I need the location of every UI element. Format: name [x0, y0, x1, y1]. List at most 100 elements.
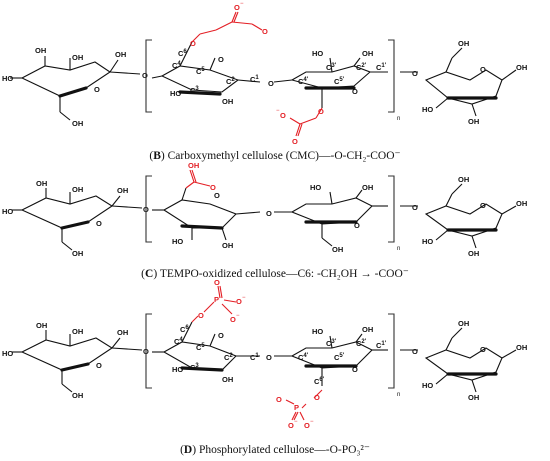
caption-d-text: Phosphorylated cellulose—-O-PO₃²⁻	[196, 444, 370, 456]
panel-d-phosphate-top: O P O O − O −	[191, 278, 246, 324]
panel-b-c3-1: C3	[190, 86, 199, 95]
panel-b-ring-o-1: O	[94, 85, 100, 94]
panel-d-oh-9: OH	[468, 393, 479, 402]
panel-b-ho-1: HO	[2, 74, 13, 83]
panel-b-c3p: C3'	[326, 63, 337, 72]
panel-d-c4p: C4'	[298, 353, 309, 362]
panel-c-oh-10: OH	[468, 249, 479, 258]
panel-d-p-o-top-4: O	[230, 315, 236, 324]
panel-d-repeat-ring-1: C4 C5 O C2 C3 HO OH C1 C6	[152, 321, 260, 384]
panel-b-oh-2: OH	[72, 53, 83, 62]
panel-d-p-minus-top-2: −	[236, 313, 240, 319]
panel-b-cmc-o-top-2: O	[262, 27, 268, 36]
panel-b-cmc-o-minus-bottom: O	[280, 111, 286, 120]
panel-d-phosphate-bottom: O P O O − O −	[276, 389, 323, 430]
panel-b-c6-1: C6	[178, 49, 187, 58]
panel-b-cmc-o-bottom-2: O	[292, 137, 298, 146]
panel-b-oh-6: OH	[362, 49, 373, 58]
panel-b-left-glucose: HO OH OH OH OH O O	[2, 46, 148, 128]
panel-d-c1p: C1'	[376, 341, 387, 350]
panel-d-right-glucose: O OH O OH HO OH	[400, 319, 527, 402]
panel-c-oh-5: OH	[222, 241, 233, 250]
panel-b-c1-1: C1	[250, 75, 259, 84]
panel-d-repeat-n: n	[397, 392, 400, 398]
panel-d-left-glucose: HO OH OH OH OH O O	[2, 321, 149, 400]
caption-c-letter: C	[145, 268, 154, 280]
panel-b-link-o-2: O	[268, 79, 274, 88]
panel-c-ho-1: HO	[2, 207, 13, 216]
panel-d-bracket-right	[388, 313, 395, 389]
panel-c-repeat-ring-1: O HO OH	[152, 187, 261, 250]
panel-d-p-minus-bottom-2: −	[310, 419, 314, 425]
panel-b-bracket-left	[145, 39, 152, 113]
caption-d-letter: D	[183, 444, 193, 456]
panel-d-oh-5: OH	[222, 375, 233, 384]
panel-c-structure: HO OH OH OH OH O O n O HO OH	[2, 161, 527, 258]
panel-c-oh-8: OH	[458, 175, 469, 184]
panel-c-ring-o-4: O	[480, 201, 486, 210]
panel-b-right-glucose: O OH O OH HO OH	[400, 39, 527, 126]
panel-d-oh-2: OH	[72, 327, 83, 336]
panel-b-oh-4: OH	[115, 50, 126, 59]
panel-b-c4-1: C4	[172, 61, 181, 70]
panel-d-p-top: P	[214, 295, 219, 304]
panel-b-cmc-o-bottom: O	[318, 107, 324, 116]
panel-b-ring-o-3: O	[352, 87, 358, 96]
panel-d-p-o-top-2: O	[214, 278, 220, 287]
caption-panel-d: (D) Phosphorylated cellulose—-O-PO₃²⁻	[180, 444, 370, 456]
panel-c-bracket-left	[145, 175, 152, 243]
panel-d-ho-1: HO	[2, 349, 13, 358]
panel-c-oh-2: OH	[72, 185, 83, 194]
panel-d-c3p: C3'	[326, 339, 337, 348]
panel-d-oh-7: OH	[458, 319, 469, 328]
panel-b-link-o-3: O	[412, 69, 418, 78]
panel-d-p-minus-top-1: −	[242, 295, 246, 301]
panel-b-oh-9: OH	[468, 117, 479, 126]
panel-c-oh-9: OH	[516, 199, 527, 208]
panel-b-c5p: C5'	[334, 77, 345, 86]
panel-d-ho-2: HO	[172, 365, 183, 374]
panel-d-p-bottom: P	[294, 403, 299, 412]
panel-c-right-glucose: O OH O OH HO OH	[400, 175, 527, 258]
panel-b-cmc-top: O O − O	[190, 1, 268, 48]
panel-d-c4-1: C4	[174, 337, 183, 346]
panel-b-cmc-minus-top: −	[240, 1, 244, 7]
panel-c-oh-4: OH	[117, 186, 128, 195]
panel-c-oh-7: OH	[332, 245, 343, 254]
panel-d-p-o-top: O	[198, 311, 204, 320]
panel-d-c6-1: C6	[180, 325, 189, 334]
caption-panel-c: (C) TEMPO-oxidized cellulose—C6: -CH₂OH …	[141, 268, 409, 280]
panel-d-p-o-bottom-2: O	[276, 395, 282, 404]
panel-b-cmc-o-top: O	[190, 39, 196, 48]
panel-d-oh-6: OH	[362, 325, 373, 334]
panel-d-p-o-top-3: O	[236, 297, 242, 306]
panel-d-link-o-2: O	[266, 353, 272, 362]
panel-c-ring-o-3: O	[354, 221, 360, 230]
panel-b-repeat-ring-2: O C4' C3' C5' C2' C1' HO OH O	[268, 49, 388, 108]
panel-d-p-o-bottom-4: O	[304, 421, 310, 430]
panel-c-oh-1: OH	[36, 179, 47, 188]
panel-c-cooh-oh: OH	[188, 161, 199, 170]
caption-b-text: Carboxymethyl cellulose (CMC)—-O-CH₂-COO…	[164, 150, 401, 162]
panel-d-ring-o-4: O	[480, 345, 486, 354]
panel-b-ho-2: HO	[170, 89, 181, 98]
panel-d-ring-o-3: O	[352, 365, 358, 374]
panel-b-oh-5: OH	[222, 97, 233, 106]
panel-b-repeat-ring-1: C4 C5 O C2 C3 HO OH C1 C6	[151, 41, 261, 106]
panel-c-link-o-2: O	[266, 209, 272, 218]
panel-c-ring-o-2: O	[214, 191, 220, 200]
panel-c-bracket-right	[388, 175, 395, 243]
panel-c-left-glucose: HO OH OH OH OH O O	[2, 179, 149, 258]
panel-b-repeat-n: n	[397, 116, 400, 122]
panel-d-c2p: C2'	[356, 339, 367, 348]
panel-b-c1p: C1'	[376, 63, 387, 72]
panel-d-oh-8: OH	[516, 343, 527, 352]
panel-c-repeat-n: n	[397, 246, 400, 252]
panel-b-ho-4: HO	[422, 105, 433, 114]
panel-b-cmc-bottom: O O − O	[276, 107, 324, 146]
panel-d-bracket-left	[145, 313, 152, 389]
panel-d-c5p: C5'	[334, 353, 345, 362]
panel-c-oh-3: OH	[72, 249, 83, 258]
panel-b-structure: HO OH OH OH OH O O n C4 C5 O C2 C3 HO OH	[2, 1, 527, 146]
